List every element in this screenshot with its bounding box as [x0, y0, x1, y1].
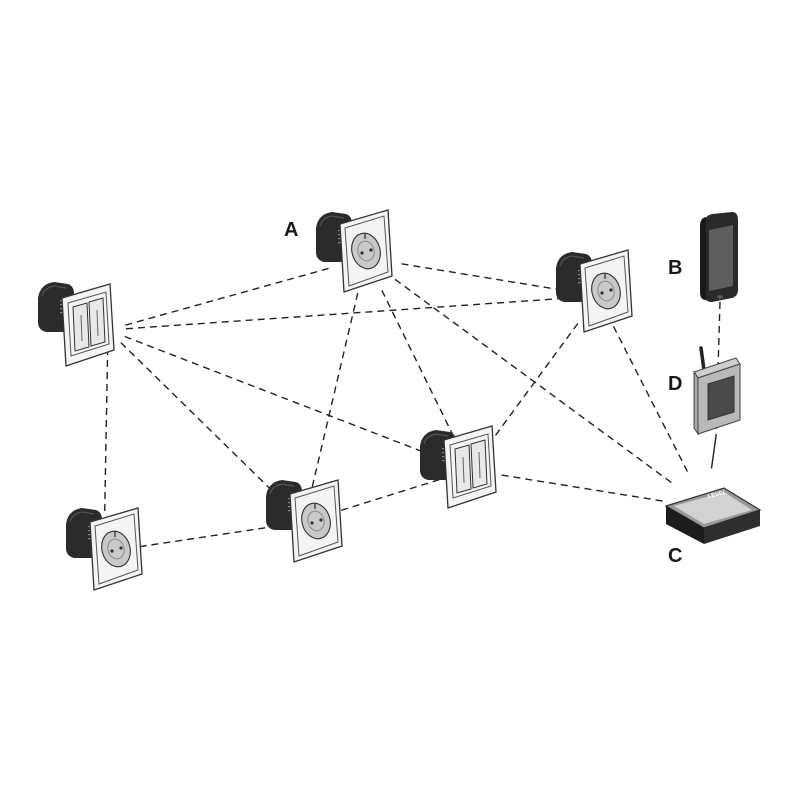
connection-socket-right-gateway	[612, 325, 689, 473]
connection-socket-bottom-left-socket-bottom-mid	[139, 526, 271, 548]
gateway-brand-logo: LEVEL	[707, 490, 727, 500]
connection-switch-left-socket-bottom-mid	[120, 342, 281, 499]
gateway-hub: LEVEL	[664, 487, 762, 544]
connection-links	[103, 263, 721, 548]
connection-socket-a-socket-bottom-mid	[311, 292, 359, 490]
label-d: D	[668, 373, 682, 395]
socket-a	[315, 209, 393, 293]
connection-switch-left-switch-center	[124, 335, 441, 460]
socket-plate	[339, 209, 393, 293]
switch-center	[419, 425, 497, 509]
label-b: B	[668, 257, 682, 279]
switch-left	[37, 281, 115, 367]
label-c: C	[668, 545, 682, 567]
connection-router-gateway	[710, 435, 717, 469]
socket-plate	[89, 507, 143, 591]
connection-switch-left-socket-bottom-left	[103, 347, 109, 517]
label-a: A	[284, 219, 298, 241]
socket-right	[555, 249, 633, 333]
double-switch-plate	[443, 425, 497, 509]
connection-switch-center-gateway	[501, 474, 667, 503]
socket-plate	[579, 249, 633, 333]
socket-bottom-mid	[265, 479, 343, 563]
socket-bottom-left	[65, 507, 143, 591]
connection-socket-a-socket-right	[401, 263, 565, 292]
smartphone-icon	[700, 212, 738, 302]
double-switch-plate	[61, 283, 115, 367]
router-icon	[693, 346, 741, 436]
connection-switch-center-socket-bottom-mid	[336, 478, 440, 513]
connection-socket-a-switch-center	[381, 290, 457, 442]
connection-socket-right-switch-center	[488, 322, 579, 445]
connection-switch-left-socket-right	[125, 297, 565, 330]
socket-plate	[289, 479, 343, 563]
